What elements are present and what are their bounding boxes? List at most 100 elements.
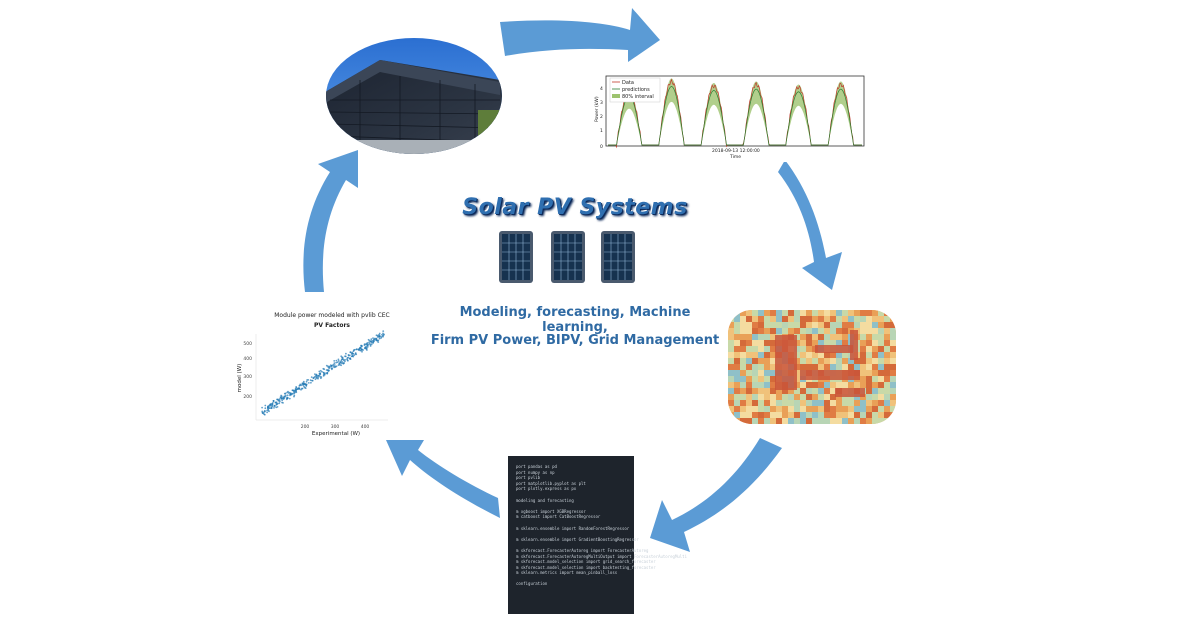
scatter-point: [366, 349, 368, 351]
scatter-point: [268, 405, 271, 407]
scatter-point: [282, 398, 285, 400]
code-line: m skforecast.ForecasterAutoregMultiOutpu…: [516, 553, 687, 559]
heatmap-cell: [878, 400, 884, 406]
solar-panel-icon: [499, 231, 533, 283]
heatmap-cell: [884, 310, 890, 316]
heatmap-cell: [866, 376, 872, 382]
heatmap-cell: [842, 334, 848, 340]
diagram-title: Solar PV Systems: [462, 195, 688, 220]
heatmap-cell: [776, 406, 782, 412]
heatmap-cell: [740, 382, 746, 388]
heatmap-cell: [836, 352, 842, 358]
heatmap-cell: [806, 310, 812, 316]
heatmap-cell: [734, 370, 740, 376]
heatmap-cell: [794, 412, 800, 418]
scatter-point: [366, 346, 369, 348]
diagram-subtitle-line-2: Firm PV Power, BIPV, Grid Management: [430, 333, 720, 348]
heatmap-cell: [878, 364, 884, 370]
heatmap-cell: [764, 400, 770, 406]
heatmap-cell: [770, 364, 776, 370]
heatmap-cell: [746, 328, 752, 334]
scatter-point: [344, 355, 347, 358]
heatmap-cell: [758, 388, 764, 394]
scatter-point: [302, 382, 305, 385]
scatter-point: [312, 377, 315, 379]
heatmap-cell: [764, 388, 770, 394]
heatmap-cell: [890, 328, 896, 334]
heatmap-cell: [884, 340, 890, 346]
scatter-point: [318, 372, 321, 375]
heatmap-cell: [764, 352, 770, 358]
heatmap-cell: [884, 394, 890, 400]
heatmap-cell: [884, 376, 890, 382]
scatter-point: [280, 396, 282, 399]
heatmap-cell: [734, 412, 740, 418]
heatmap-cell: [812, 328, 818, 334]
heatmap-cell: [770, 394, 776, 400]
heatmap-cell: [770, 340, 776, 346]
scatter-point: [378, 337, 381, 340]
heatmap-cell: [872, 376, 878, 382]
heatmap-cell: [866, 388, 872, 394]
heatmap-cell: [794, 406, 800, 412]
scatter-points: [261, 330, 385, 416]
heatmap-cell: [776, 400, 782, 406]
heatmap-cell: [764, 316, 770, 322]
fc-ytick-4: 4: [600, 86, 603, 92]
scatter-point: [370, 343, 373, 346]
heatmap-cell: [890, 388, 896, 394]
scatter-point: [333, 362, 336, 365]
heatmap-cell: [830, 328, 836, 334]
heatmap-cell: [776, 322, 782, 328]
heatmap-cell: [728, 406, 734, 412]
scatter-point: [380, 336, 383, 338]
heatmap-cell: [878, 406, 884, 412]
heatmap-cell: [794, 418, 800, 424]
heatmap-cell: [842, 352, 848, 358]
heatmap-cell: [770, 418, 776, 424]
heatmap-cell: [752, 382, 758, 388]
heatmap-cell: [740, 370, 746, 376]
heatmap-cell: [848, 382, 854, 388]
heatmap-cell: [830, 340, 836, 346]
heatmap-cell: [818, 388, 824, 394]
scatter-point: [342, 362, 345, 365]
heatmap-cell: [800, 388, 806, 394]
heatmap-cell: [824, 400, 830, 406]
heatmap-cell: [740, 334, 746, 340]
heatmap-cell: [746, 352, 752, 358]
heatmap-cell: [728, 418, 734, 424]
forecast-legend: Data predictions 80% interval: [609, 77, 661, 103]
heatmap-cell: [872, 334, 878, 340]
scatter-point: [271, 405, 274, 408]
heatmap-cell: [800, 418, 806, 424]
scatter-point: [361, 350, 363, 353]
heatmap-cell: [836, 382, 842, 388]
heatmap-cell: [764, 310, 770, 316]
heatmap-cell: [806, 328, 812, 334]
heatmap-cell: [752, 340, 758, 346]
heatmap-cell: [734, 316, 740, 322]
heatmap-cell: [770, 400, 776, 406]
heatmap-cell: [788, 388, 794, 394]
heatmap-cell: [890, 370, 896, 376]
heatmap-cell: [758, 358, 764, 364]
scatter-point: [351, 355, 353, 357]
heatmap-cell: [770, 316, 776, 322]
heatmap-cell: [842, 328, 848, 334]
heatmap-cell: [812, 364, 818, 370]
heatmap-roof: [775, 335, 797, 390]
heatmap-cell: [830, 316, 836, 322]
heatmap-cell: [746, 316, 752, 322]
heatmap-cell: [842, 310, 848, 316]
heatmap-cell: [872, 340, 878, 346]
heatmap-cell: [800, 412, 806, 418]
heatmap-cell: [830, 394, 836, 400]
heatmap-cell: [818, 340, 824, 346]
heatmap-cell: [800, 316, 806, 322]
scatter-point: [269, 403, 272, 406]
scatter-point: [378, 334, 381, 336]
scatter-point: [264, 404, 267, 407]
